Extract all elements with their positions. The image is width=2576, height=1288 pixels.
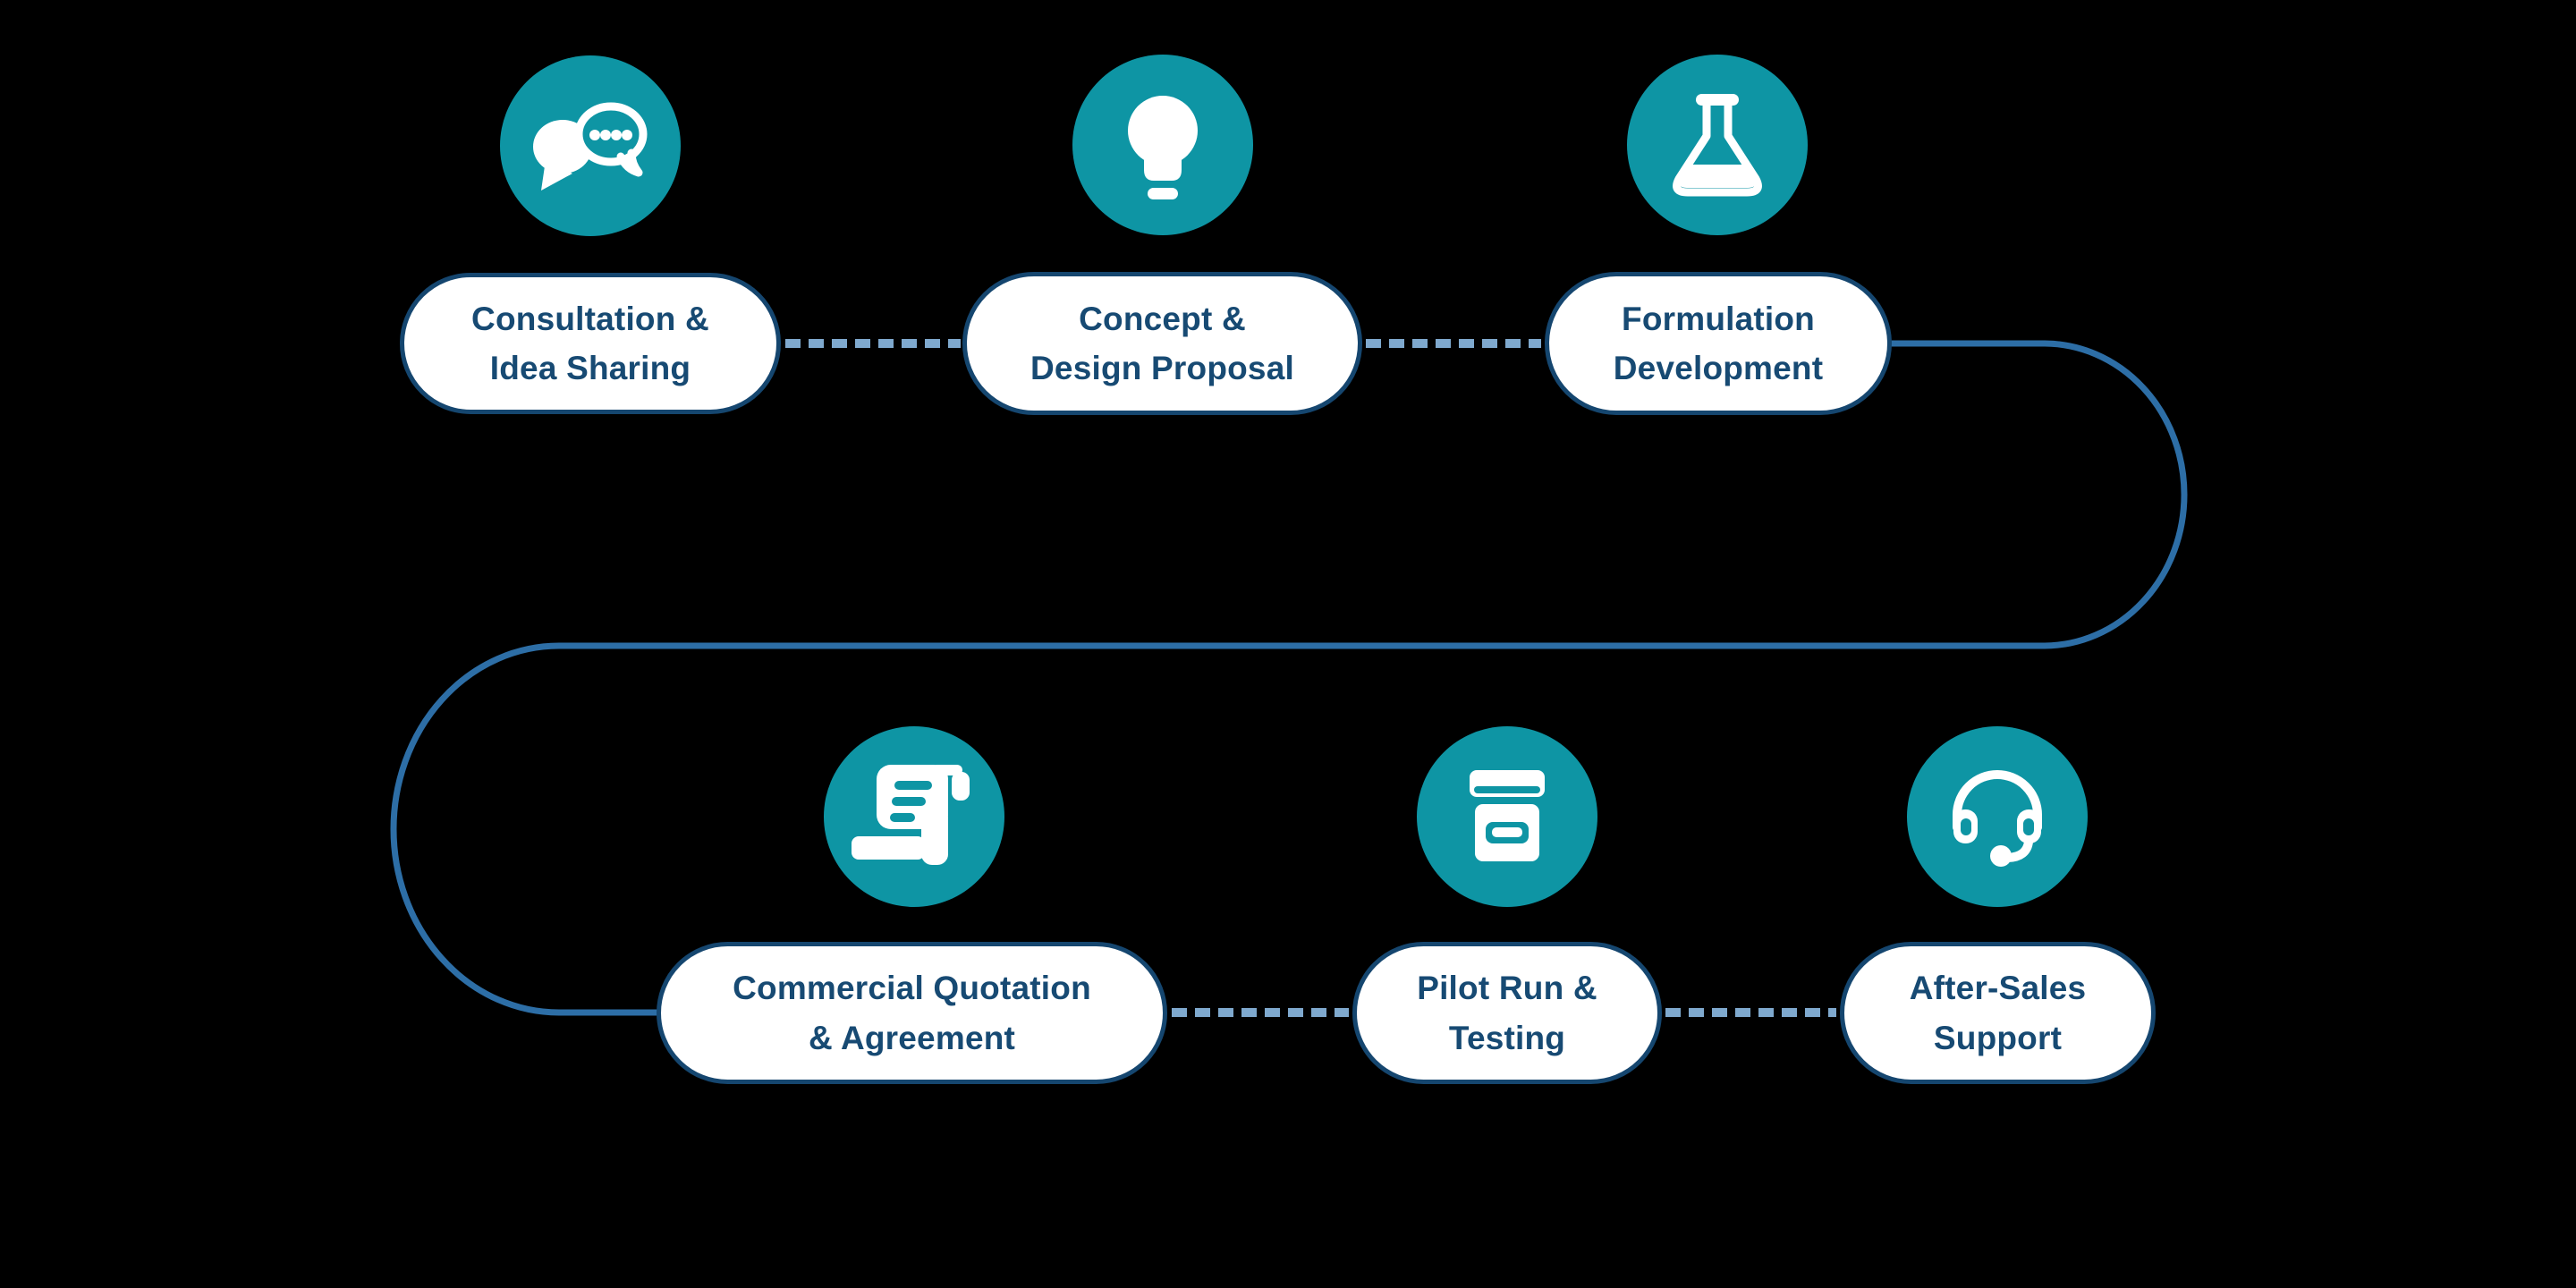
step-label-line1: Pilot Run &	[1417, 970, 1597, 1006]
lightbulb-icon	[1072, 54, 1254, 236]
solid-s-curve-connector	[390, 340, 2188, 1016]
chat-icon	[499, 55, 682, 237]
pill-consultation-idea-sharing: Consultation & Idea Sharing	[400, 273, 781, 414]
step-label-line1: Commercial Quotation	[733, 970, 1091, 1006]
headset-icon	[1906, 725, 2089, 908]
step-label-line2: Testing	[1448, 1019, 1566, 1056]
step-label-line2: Idea Sharing	[489, 350, 691, 386]
step-label-line1: After-Sales	[1909, 970, 2087, 1006]
pill-pilot-run-testing: Pilot Run & Testing	[1352, 942, 1662, 1084]
scroll-icon	[823, 725, 1005, 908]
step-label-line2: Support	[1933, 1019, 2063, 1056]
pill-commercial-quotation-agreement: Commercial Quotation & Agreement	[657, 942, 1167, 1084]
pill-concept-design-proposal: Concept & Design Proposal	[962, 272, 1362, 415]
step-label-line2: & Agreement	[808, 1019, 1016, 1056]
step-label-line1: Formulation	[1622, 300, 1815, 337]
archive-box-icon	[1416, 725, 1598, 908]
pill-after-sales-support: After-Sales Support	[1840, 942, 2156, 1084]
step-label-line2: Development	[1613, 350, 1824, 386]
pill-formulation-development: Formulation Development	[1545, 272, 1892, 415]
step-label-line2: Design Proposal	[1030, 350, 1294, 386]
step-label-line1: Concept &	[1079, 300, 1246, 337]
flask-icon	[1626, 54, 1809, 236]
step-label-line1: Consultation &	[471, 300, 709, 337]
